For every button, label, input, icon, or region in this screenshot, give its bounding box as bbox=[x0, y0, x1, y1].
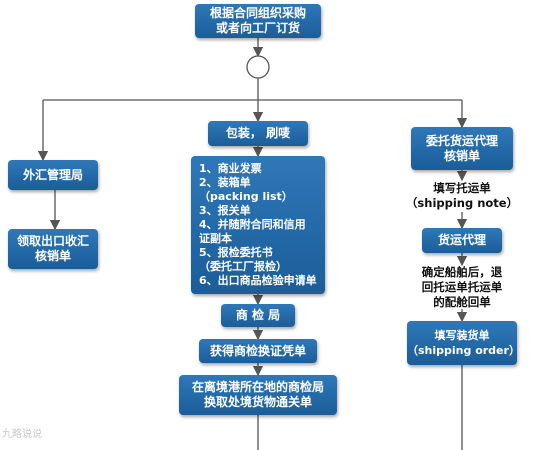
inspection-bureau-box: 商 检 局 bbox=[221, 304, 295, 327]
freight-agent-box: 货运代理 bbox=[422, 228, 502, 253]
booking-confirmation-text: 确定船舶后，退 回托运单托运单 的配舱回单 bbox=[421, 265, 503, 309]
document-list-box: 1、商业发票 2、装箱单 （packing list） 3、报关单 4、并随附合… bbox=[191, 156, 325, 294]
purchase-order-box: 根据合同组织采购 或者向工厂订货 bbox=[195, 4, 321, 38]
forex-verification-box: 领取出口收汇 核销单 bbox=[8, 229, 98, 269]
forex-bureau-box: 外汇管理局 bbox=[8, 160, 98, 190]
customs-clearance-box: 在离境港所在地的商检局 换取处境货物通关单 bbox=[179, 375, 337, 415]
packing-marking-box: 包装， 刷唛 bbox=[208, 121, 308, 146]
shipping-note-text: 填写托运单 （shipping note） bbox=[405, 181, 519, 210]
freight-agent-entrust-box: 委托货运代理 核销单 bbox=[411, 127, 513, 170]
shipping-order-box: 填写装货单 （shipping order） bbox=[407, 321, 520, 365]
inspection-certificate-box: 获得商检换证凭单 bbox=[199, 339, 317, 363]
watermark-text: 九略说说 bbox=[2, 429, 42, 440]
merge-circle bbox=[246, 55, 270, 79]
